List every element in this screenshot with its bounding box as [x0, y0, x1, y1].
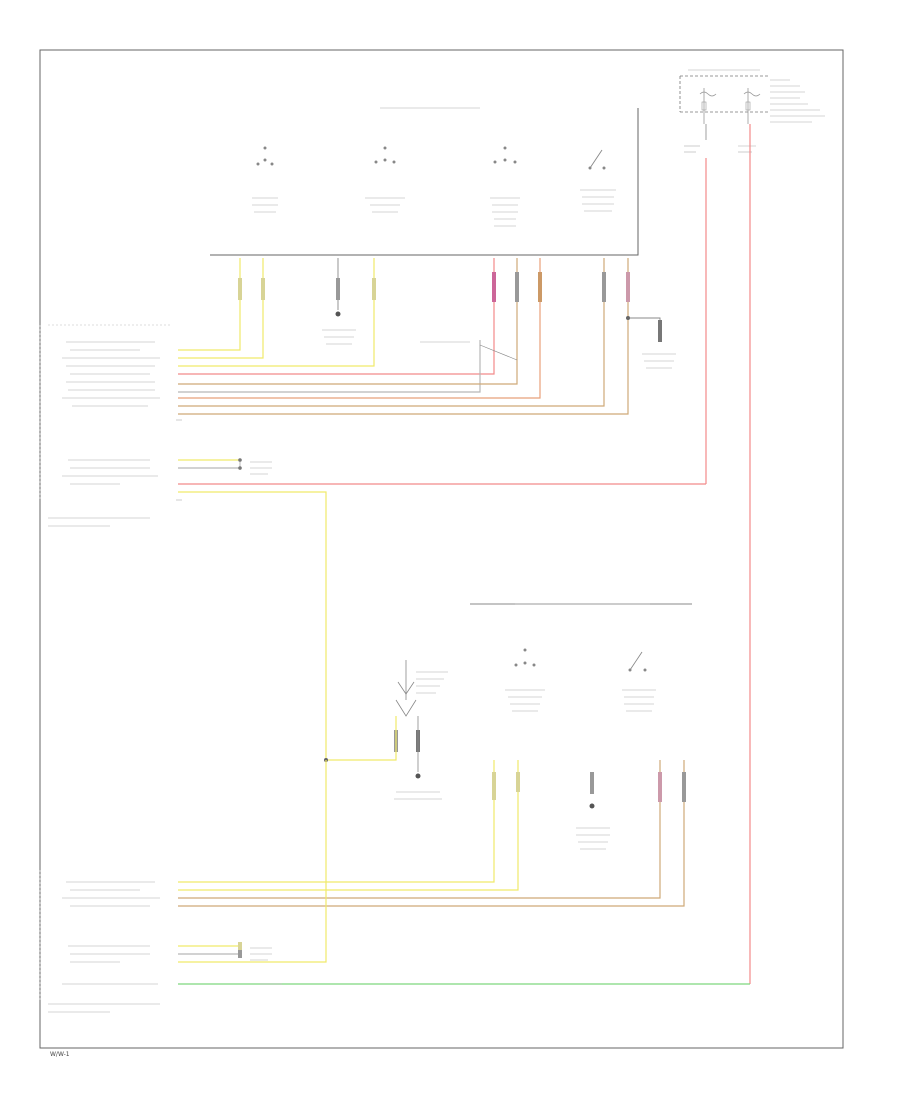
switch-symbol-icon	[580, 149, 616, 212]
switch-symbol-icon	[505, 648, 545, 712]
switch-symbol-icon	[490, 146, 520, 227]
splice-dot-icon	[626, 316, 630, 320]
connector-icon	[238, 272, 662, 342]
driver-lower-wires	[178, 459, 706, 760]
ground-symbol-icon	[322, 311, 356, 345]
passenger-door-control-unit	[39, 870, 282, 1013]
fuse-icon	[699, 88, 717, 124]
power-supply-wires	[705, 124, 751, 984]
ground-symbol-icon	[642, 353, 676, 369]
page-label: W/W-1	[50, 1051, 70, 1058]
ground-symbol-icon	[394, 773, 442, 800]
passenger-wire-harness	[178, 760, 750, 985]
switch-symbol-icon	[622, 651, 656, 712]
diagram-frame	[39, 49, 844, 1049]
driver-power-window-switch	[210, 107, 639, 256]
transistor-icon	[326, 660, 448, 772]
driver-wire-harness	[178, 258, 661, 415]
connector-icon	[238, 772, 686, 958]
fuse-box	[679, 69, 825, 153]
switch-symbol-icon	[252, 146, 278, 213]
driver-door-control-unit	[39, 324, 182, 527]
switch-symbol-icon	[365, 146, 405, 213]
ground-symbol-icon	[576, 772, 610, 850]
splice-dot-icon	[238, 458, 242, 470]
fuse-icon	[743, 88, 761, 124]
